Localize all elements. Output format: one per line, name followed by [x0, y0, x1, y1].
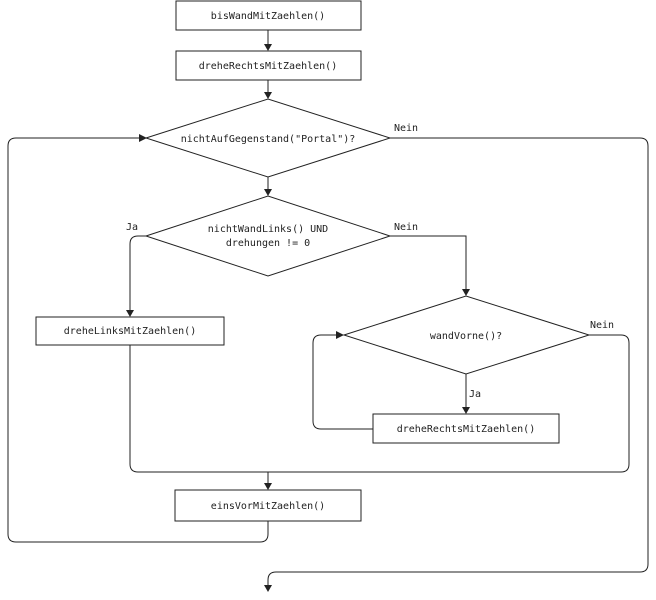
turn-right-box: dreheRechtsMitZaehlen()	[175, 50, 362, 81]
edge-wall-front-no	[268, 334, 630, 473]
portal-check-no-label: Nein	[394, 123, 418, 134]
edge-wall-left-yes	[129, 235, 146, 310]
wall-left-yes-label: Ja	[126, 222, 138, 233]
wall-left-check-label-line1: nichtWandLinks() UND	[208, 224, 328, 235]
turn-right-inner-box-label: dreheRechtsMitZaehlen()	[397, 424, 535, 435]
wall-front-check-diamond: wandVorne()?	[342, 295, 591, 375]
edge-portal-check-no	[267, 137, 649, 585]
arrowhead-inner-loop	[336, 331, 344, 339]
arrowhead-inner-turn-right	[462, 407, 470, 414]
edges	[7, 30, 649, 592]
arrowhead-turn-right	[264, 44, 272, 51]
start-box-label: bisWandMitZaehlen()	[211, 11, 325, 22]
arrowhead-outer-loop	[139, 134, 147, 142]
step-box: einsVorMitZaehlen()	[174, 489, 362, 522]
edge-step-loop-back	[7, 137, 269, 543]
edge-wall-left-no	[390, 235, 467, 289]
turn-right-box-label: dreheRechtsMitZaehlen()	[199, 61, 337, 72]
edge-inner-loop-back	[312, 334, 373, 430]
nodes: bisWandMitZaehlen() dreheRechtsMitZaehle…	[35, 0, 591, 522]
arrowhead-portal-check	[264, 92, 272, 99]
turn-right-inner-box: dreheRechtsMitZaehlen()	[372, 413, 560, 444]
arrowhead-turn-left	[126, 310, 134, 317]
arrowhead-step	[264, 483, 272, 490]
wall-left-no-label: Nein	[394, 222, 418, 233]
wall-front-no-label: Nein	[590, 320, 614, 331]
arrowhead-wall-left-check	[264, 189, 272, 196]
turn-left-box: dreheLinksMitZaehlen()	[35, 316, 225, 346]
wall-left-check-diamond: nichtWandLinks() UND drehungen != 0	[144, 195, 392, 277]
start-box: bisWandMitZaehlen()	[175, 0, 362, 31]
arrowhead-exit	[264, 585, 272, 592]
wall-front-check-label: wandVorne()?	[430, 331, 502, 342]
wall-left-check-label-line2: drehungen != 0	[226, 238, 310, 249]
portal-check-diamond: nichtAufGegenstand("Portal")?	[144, 98, 392, 178]
arrowhead-wall-front-check	[462, 289, 470, 296]
wall-front-yes-label: Ja	[469, 389, 481, 400]
portal-check-label: nichtAufGegenstand("Portal")?	[181, 134, 356, 145]
edge-labels: Nein Ja Nein Nein Ja	[126, 123, 614, 400]
turn-left-box-label: dreheLinksMitZaehlen()	[64, 326, 196, 337]
step-box-label: einsVorMitZaehlen()	[211, 501, 325, 512]
edge-turn-left-to-merge	[129, 345, 268, 473]
